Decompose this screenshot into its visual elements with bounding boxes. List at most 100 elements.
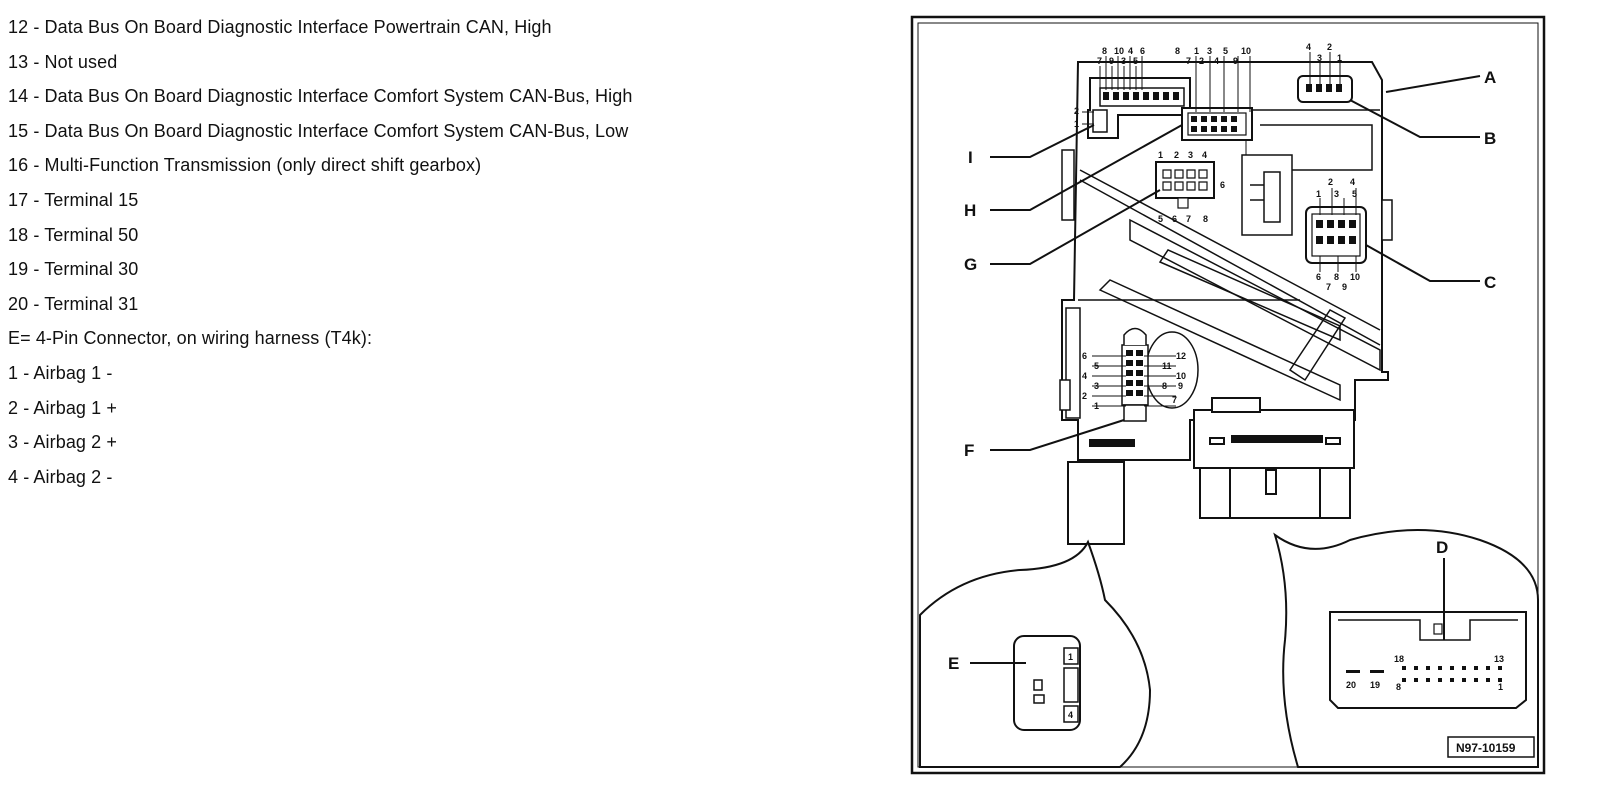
legend-line: 16 - Multi-Function Transmission (only d… [8,155,482,176]
pin-label: 1 [1316,189,1321,199]
pin-label: 8 [1396,682,1401,692]
pin-label: 4 [1350,177,1355,187]
pin-label: 8 [1175,46,1180,56]
pin-label: 10 [1241,46,1251,56]
detail-bubble-d: 18 13 20 19 8 1 [1273,529,1539,768]
pin-label: 4 [1214,56,1219,66]
pin-label: 7 [1326,282,1331,292]
pin-label: 11 [1162,361,1172,371]
legend-list: 12 - Data Bus On Board Diagnostic Interf… [8,10,868,494]
pin-label: 9 [1109,56,1114,66]
pin-label: 3 [1188,150,1193,160]
pin-label: 6 [1220,180,1225,190]
pin-label: 2 [1074,106,1079,116]
legend-line: 14 - Data Bus On Board Diagnostic Interf… [8,86,633,107]
pin-label: 4 [1128,46,1133,56]
figure-id-box [1447,736,1535,758]
legend-line: 12 - Data Bus On Board Diagnostic Interf… [8,17,552,37]
legend-line: 3 - Airbag 2 + [8,432,117,453]
pin-label: 20 [1346,680,1356,690]
legend-line: 17 - Terminal 15 [8,189,139,210]
detail-bubble-e: 1 4 [919,539,1152,768]
pin-label: 9 [1233,56,1238,66]
pin-label: 1 [1498,682,1503,692]
pin-label: 4 [1082,371,1087,381]
callout-label-e: E [948,654,959,673]
pin-label: 2 [1328,177,1333,187]
pin-label: 7 [1186,214,1191,224]
pin-label: 1 [1158,150,1163,160]
pin-label: 3 [1121,56,1126,66]
legend-line: 1 - Airbag 1 - [8,362,113,383]
connector-i: 8 10 4 6 7 9 3 5 2 1 [1074,46,1191,139]
pin-label: 19 [1370,680,1380,690]
pin-label: 5 [1352,189,1357,199]
pin-label: 8 [1162,381,1167,391]
legend-line: 15 - Data Bus On Board Diagnostic Interf… [8,120,629,141]
pin-label: 5 [1223,46,1228,56]
legend-line: 19 - Terminal 30 [8,259,139,280]
pin-label: 8 [1334,272,1339,282]
pin-label: 6 [1316,272,1321,282]
pin-label: 4 [1306,42,1311,52]
pin-label: 5 [1133,56,1138,66]
pin-label: 10 [1350,272,1360,282]
pin-label: 1 [1074,119,1079,129]
legend-line: E= 4-Pin Connector, on wiring harness (T… [8,328,373,349]
legend-line: 2 - Airbag 1 + [8,397,117,418]
pin-label: 7 [1172,395,1177,405]
pin-label: 1 [1194,46,1199,56]
pin-label: 4 [1068,710,1073,720]
pin-label: 3 [1334,189,1339,199]
pin-label: 3 [1094,381,1099,391]
connector-g: 1 2 3 4 5 6 7 8 [1155,150,1215,224]
legend-line: 18 - Terminal 50 [8,224,139,245]
callout-label-a: A [1484,68,1496,87]
pin-label: 5 [1094,361,1099,371]
pin-label: 3 [1207,46,1212,56]
plug-e-source [1067,439,1135,545]
pin-label: 9 [1342,282,1347,292]
callout-label-b: B [1484,129,1496,148]
pin-label: 5 [1158,214,1163,224]
connector-h: 8 1 3 5 10 7 2 4 9 6 [1175,46,1253,190]
pin-label: 4 [1202,150,1207,160]
pin-label: 1 [1068,652,1073,662]
pin-label: 10 [1176,371,1186,381]
legend-line: 13 - Not used [8,51,118,72]
pin-label: 6 [1172,214,1177,224]
connector-f: 6 5 4 3 2 1 12 11 10 9 8 7 [1082,327,1199,422]
pin-label: 7 [1186,56,1191,66]
callout-label-h: H [964,201,976,220]
pin-label: 2 [1082,391,1087,401]
pin-label: 2 [1174,150,1179,160]
callout-label-i: I [968,148,973,167]
legend-line: 4 - Airbag 2 - [8,466,113,487]
pin-label: 2 [1327,42,1332,52]
pin-label: 8 [1102,46,1107,56]
connector-b: 4 2 3 1 [1297,42,1353,103]
callout-label-g: G [964,255,977,274]
pin-label: 18 [1394,654,1404,664]
pin-label: 13 [1494,654,1504,664]
callout-label-d: D [1436,538,1448,557]
leader-lines [970,75,1481,664]
relay-block [1241,154,1293,236]
pin-label: 1 [1094,401,1099,411]
pin-label: 7 [1097,56,1102,66]
callout-label-f: F [964,441,974,460]
pin-label: 2 [1199,56,1204,66]
figure-id: N97-10159 [1456,741,1516,755]
pin-label: 6 [1140,46,1145,56]
connector-c: 2 4 1 3 5 6 8 10 7 9 [1305,177,1367,292]
callout-label-c: C [1484,273,1496,292]
pin-label: 8 [1203,214,1208,224]
pin-label: 1 [1337,53,1342,63]
pin-label: 9 [1178,381,1183,391]
pin-label: 6 [1082,351,1087,361]
diagram-inner-frame [917,22,1539,768]
pin-label: 12 [1176,351,1186,361]
legend-line: 20 - Terminal 31 [8,293,139,314]
pin-label: 3 [1317,53,1322,63]
